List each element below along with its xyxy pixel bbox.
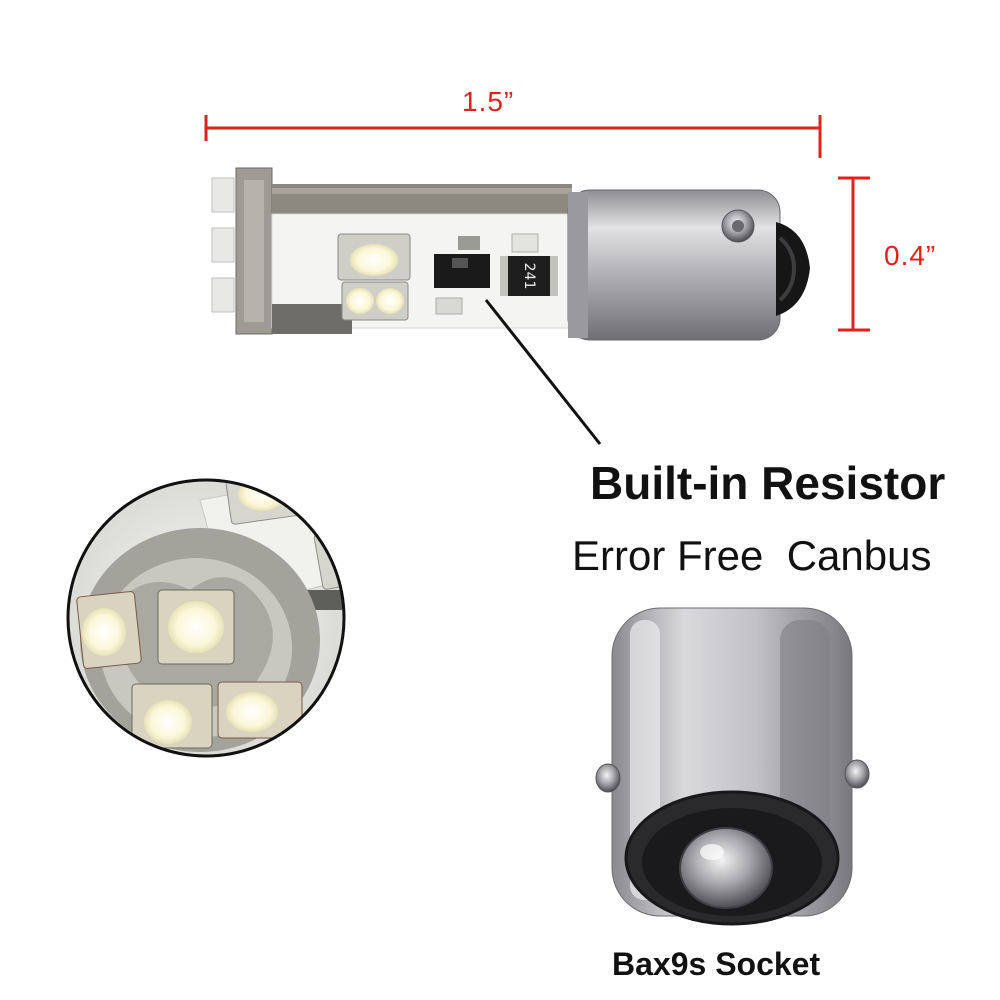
callout-pointer-line [484,299,602,445]
led-chip [337,233,411,281]
led-bulb-side-view: 241 [211,167,810,341]
height-dimension-marker [838,176,870,332]
resistor-marking: 241 [521,263,537,290]
canbus-caption: Error Free Canbus [572,532,932,579]
transistor-component [434,236,490,315]
closeup-led-view [66,478,346,758]
resistor-component: 241 [500,233,558,296]
length-dimension-marker [204,115,822,158]
socket-caption: Bax9s Socket [612,946,821,982]
metal-base [567,189,810,341]
length-dimension-label: 1.5” [462,86,515,117]
height-dimension-label: 0.4” [884,240,937,271]
resistor-caption: Built-in Resistor [590,457,946,509]
led-chip [341,281,409,321]
ba9s-socket-view [595,607,870,926]
